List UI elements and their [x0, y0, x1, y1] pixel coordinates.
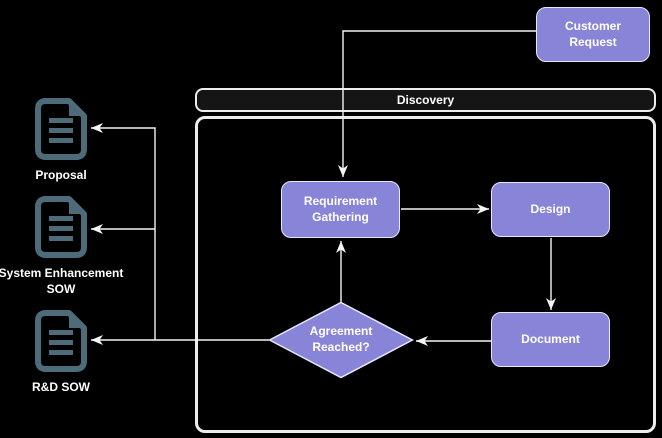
output-rd-sow-label: R&D SOW — [32, 380, 90, 394]
output-proposal-label: Proposal — [35, 168, 87, 182]
discovery-container-body — [195, 116, 656, 433]
node-customer-request-label: Customer Request — [564, 18, 621, 49]
edge-branch-to-proposal — [91, 123, 156, 340]
node-requirement-gathering-label: Requirement Gathering — [303, 193, 378, 224]
node-document-label: Document — [521, 331, 580, 346]
output-system-enhancement-sow-label: System Enhancement SOW — [0, 266, 124, 296]
node-design: Design — [491, 182, 610, 237]
edge-customer-request-to-requirement-gathering — [338, 30, 536, 177]
document-icon — [35, 196, 87, 258]
document-icon — [35, 310, 87, 372]
diamond-shape — [268, 301, 414, 379]
node-document: Document — [491, 312, 610, 367]
node-agreement-reached-label: Agreement Reached? — [309, 324, 373, 354]
output-proposal: Proposal — [0, 98, 136, 184]
output-system-enhancement-sow: System Enhancement SOW — [0, 196, 136, 297]
node-agreement-reached: Agreement Reached? — [268, 301, 414, 379]
document-icon — [35, 98, 87, 160]
output-rd-sow: R&D SOW — [0, 310, 136, 396]
discovery-container-header: Discovery — [195, 88, 656, 112]
node-design-label: Design — [530, 201, 571, 216]
discovery-title: Discovery — [396, 93, 455, 107]
node-customer-request: Customer Request — [536, 7, 650, 62]
node-requirement-gathering: Requirement Gathering — [281, 181, 400, 238]
